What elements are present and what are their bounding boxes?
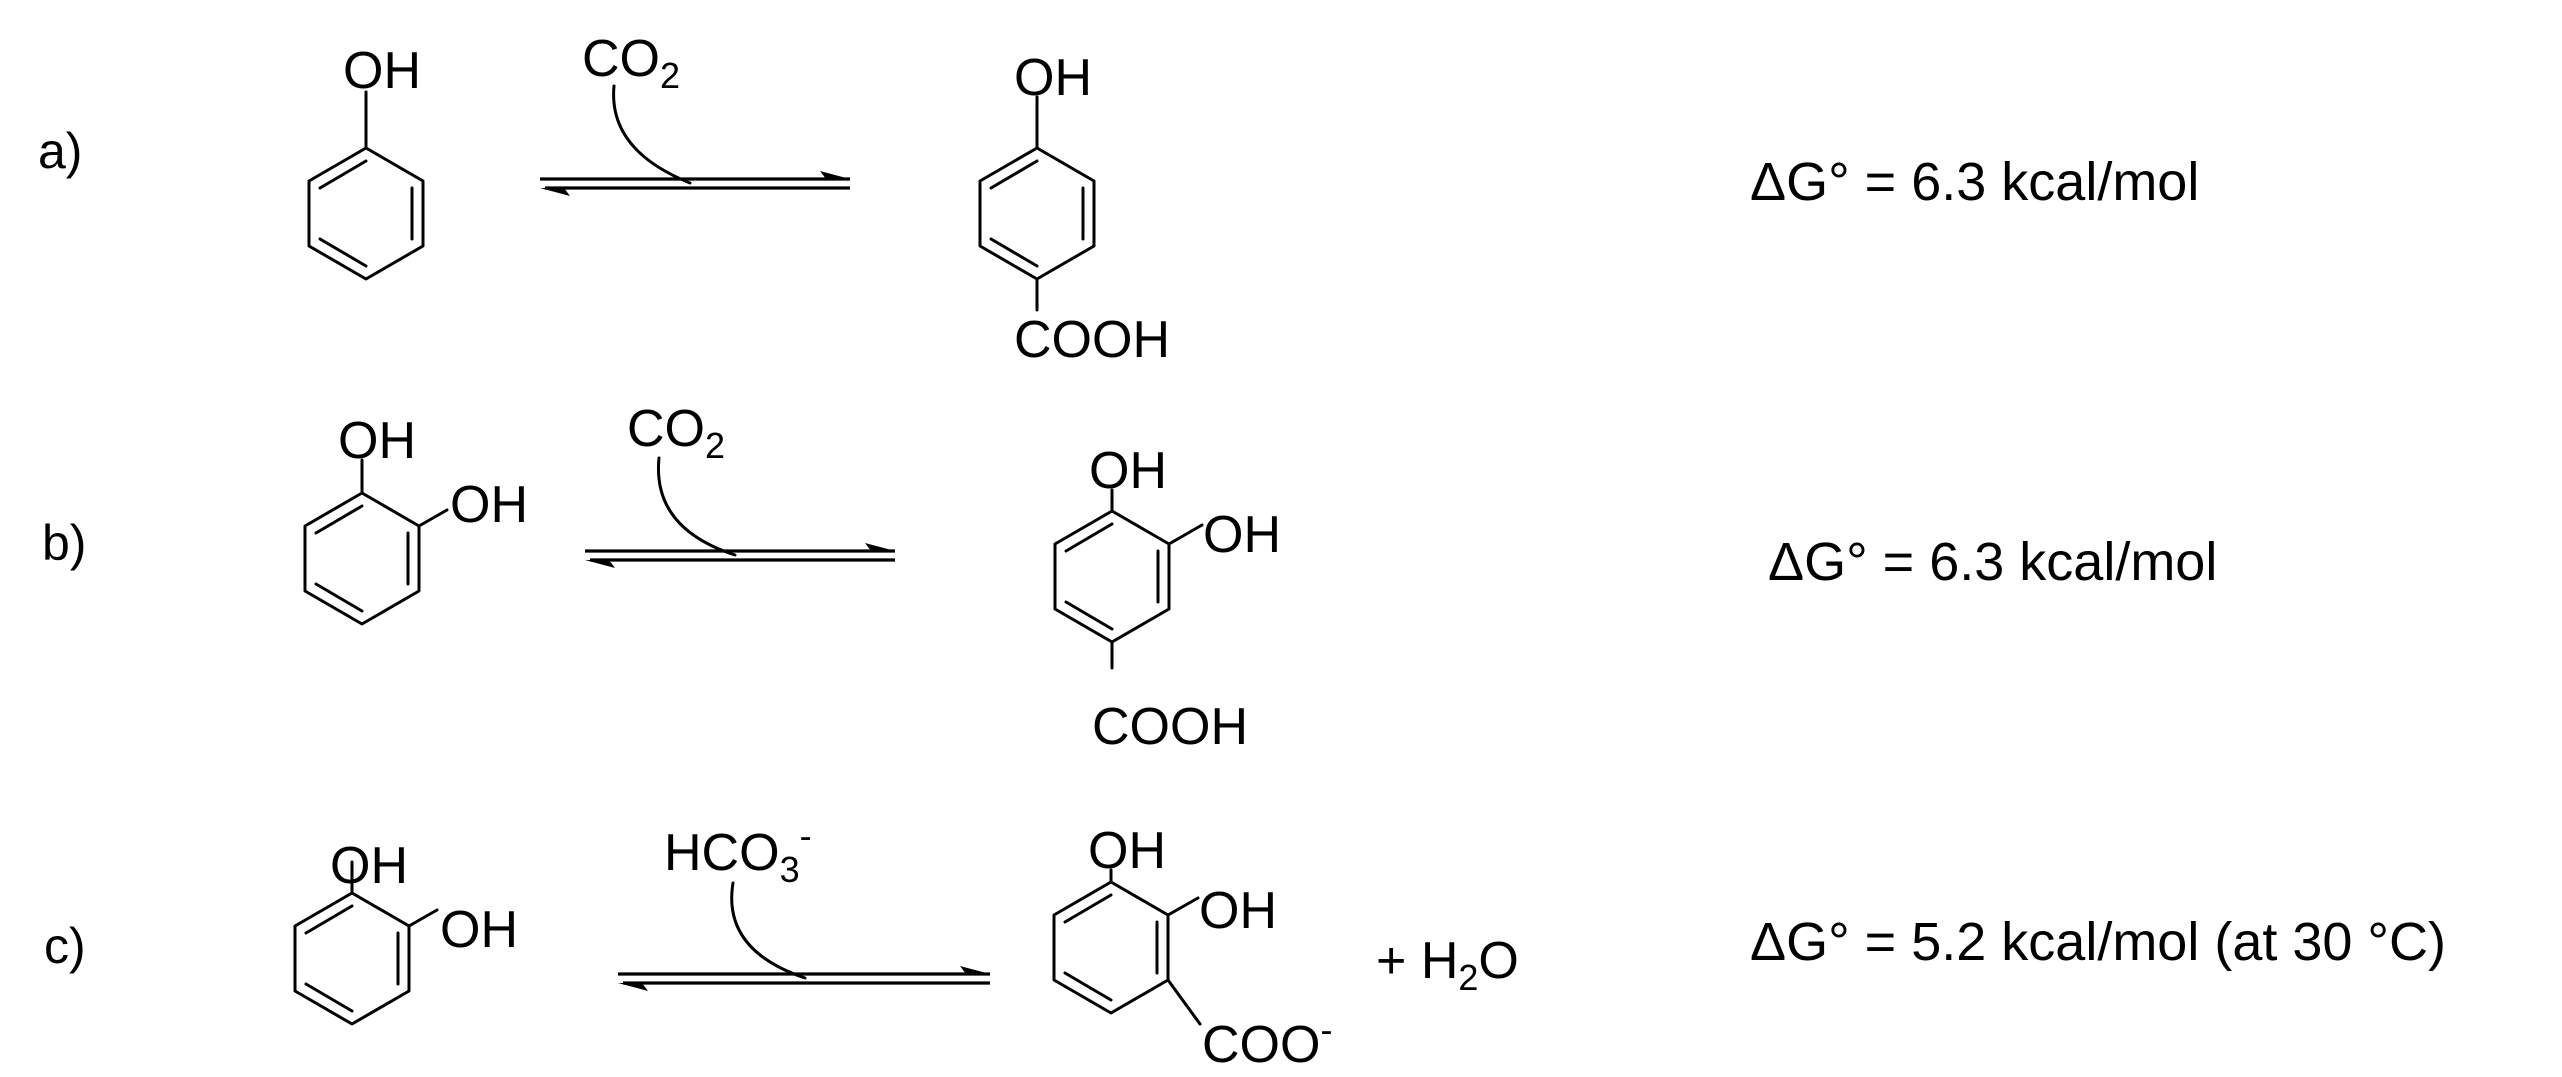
- reaction-b: b) OH OH CO2: [42, 400, 2217, 756]
- reaction-label-a: a): [38, 123, 82, 179]
- delta-g-a: ΔG° = 6.3 kcal/mol: [1750, 152, 2199, 212]
- reactant-a-oh-label: OH: [343, 42, 421, 100]
- product-4-hydroxybenzoic-acid: OH COOH: [978, 49, 1170, 369]
- reactant-c-oh-label-1: OH: [330, 837, 408, 895]
- product-2-3-dihydroxybenzoate: OH OH COO-: [1052, 822, 1332, 1074]
- product-b-oh-label-1: OH: [1089, 442, 1167, 500]
- reagent-b: CO2: [627, 400, 725, 466]
- reagent-a: CO2: [582, 30, 680, 96]
- product-a-cooh-label: COOH: [1014, 311, 1170, 369]
- reaction-label-c: c): [44, 918, 86, 974]
- product-3-4-dihydroxybenzoic-acid: OH OH COOH: [1053, 442, 1281, 756]
- equilibrium-arrow-b: CO2: [585, 400, 895, 568]
- water-byproduct: + H2O: [1376, 932, 1519, 998]
- equilibrium-arrow-c: HCO3-: [618, 815, 990, 991]
- delta-g-c: ΔG° = 5.2 kcal/mol (at 30 °C): [1750, 912, 2446, 972]
- product-a-oh-label: OH: [1014, 49, 1092, 107]
- reactant-catechol: OH OH: [303, 412, 528, 626]
- product-b-cooh-label: COOH: [1092, 698, 1248, 756]
- reaction-c: c) OH OH HCO3-: [44, 815, 2446, 1074]
- product-c-oh-label-2: OH: [1199, 882, 1277, 940]
- reactant-b-oh-label-2: OH: [450, 476, 528, 534]
- equilibrium-arrow-a: CO2: [540, 30, 850, 196]
- reaction-label-b: b): [42, 515, 86, 571]
- delta-g-b: ΔG° = 6.3 kcal/mol: [1768, 532, 2217, 592]
- product-c-oh-label-1: OH: [1088, 822, 1166, 880]
- reactant-phenol: OH: [307, 42, 425, 281]
- reaction-a: a) OH CO2 OH COOH: [38, 30, 2199, 369]
- product-c-carboxylate-label: COO-: [1202, 1009, 1332, 1074]
- product-b-oh-label-2: OH: [1203, 506, 1281, 564]
- reactant-b-oh-label-1: OH: [338, 412, 416, 470]
- reagent-c: HCO3-: [664, 815, 812, 890]
- reactant-c-oh-label-2: OH: [440, 901, 518, 959]
- reactant-catechol-c: OH OH: [293, 837, 518, 1026]
